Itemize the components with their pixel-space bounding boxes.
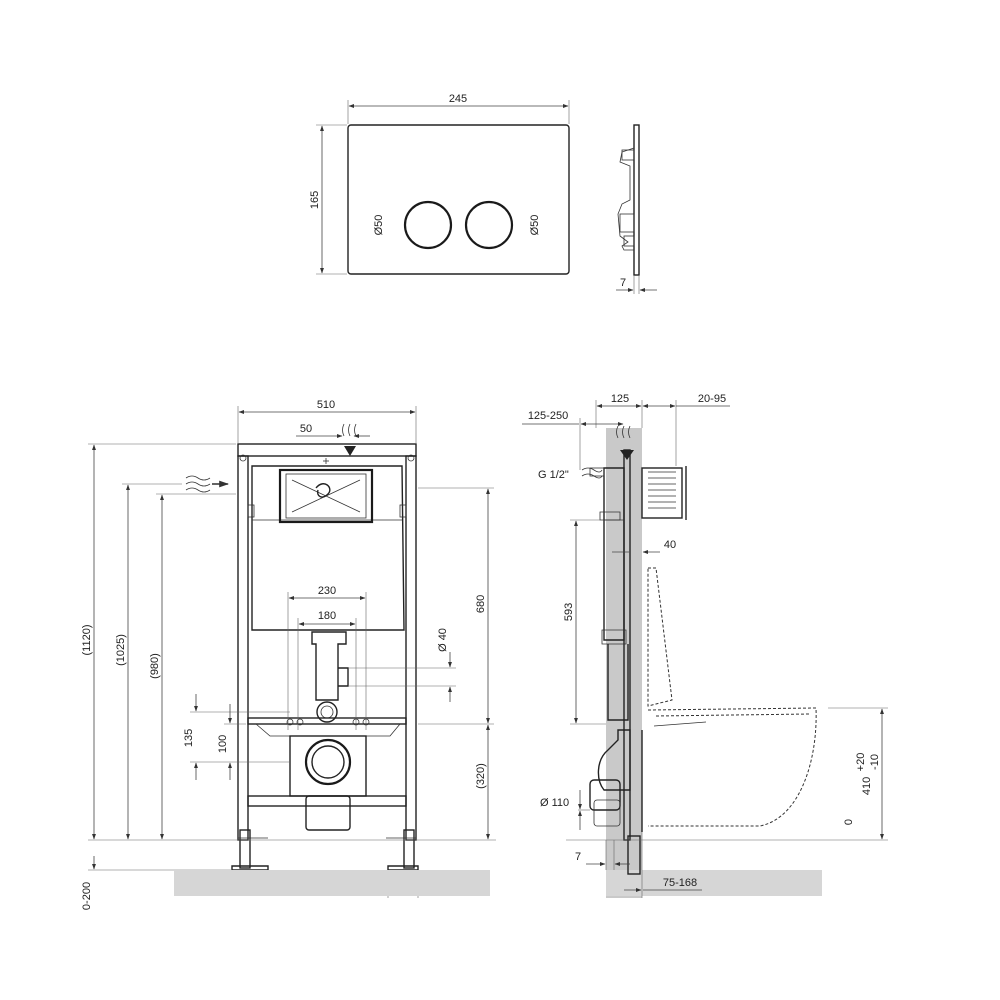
dim-7-label: 7 [575, 851, 581, 863]
outlet-spacing-outer-label: 230 [318, 585, 336, 597]
dim-40-label: 40 [664, 539, 676, 551]
frame-width-label: 510 [317, 399, 335, 411]
foot-adjust-label: 0-200 [81, 882, 93, 910]
floor-front [174, 870, 490, 896]
depth-125-label: 125 [611, 393, 629, 405]
plate-width-label: 245 [449, 93, 467, 105]
depth-125-250-label: 125-250 [528, 410, 568, 422]
depth-20-95-label: 20-95 [698, 393, 726, 405]
flush-plate-front: 245 165 Ø50 Ø50 [309, 93, 570, 275]
dim-100-label: 100 [217, 735, 229, 753]
plate-thickness-label: 7 [620, 277, 626, 289]
wall-distance-label: 75-168 [663, 877, 697, 889]
button-right-diameter: Ø50 [529, 215, 541, 236]
seat-tolerance-plus-label: +20 [855, 753, 867, 772]
height-980-label: (980) [149, 653, 161, 679]
small-pipe-label: Ø 40 [437, 628, 449, 652]
inlet-offset-label: 50 [300, 423, 312, 435]
upper-height-label: 680 [475, 595, 487, 613]
seat-height-label: 410 [861, 777, 873, 795]
flush-button-left [403, 200, 453, 250]
lower-height-label: (320) [475, 763, 487, 789]
dim-135-label: 135 [183, 729, 195, 747]
drain-diameter-label: Ø 110 [540, 797, 569, 809]
front-view-dimensions: 510 50 (1120) (1025) (980) 230 180 680 [81, 399, 496, 910]
water-inlet-label: G 1/2" [538, 469, 569, 481]
button-left-diameter: Ø50 [373, 215, 385, 236]
side-view: 125 20-95 125-250 G 1/2" 40 593 Ø 110 7 [522, 393, 888, 898]
flush-button-right [464, 200, 514, 250]
front-view-frame [185, 423, 419, 871]
height-1025-label: (1025) [115, 634, 127, 666]
total-height-label: (1120) [81, 625, 93, 656]
dim-593-label: 593 [563, 603, 575, 621]
seat-tolerance-minus-label: -10 [869, 754, 881, 770]
outlet-spacing-inner-label: 180 [318, 610, 336, 622]
plate-height-label: 165 [309, 191, 321, 209]
flush-plate-side: 7 [616, 124, 657, 294]
floor-zero-label: 0 [843, 819, 855, 825]
